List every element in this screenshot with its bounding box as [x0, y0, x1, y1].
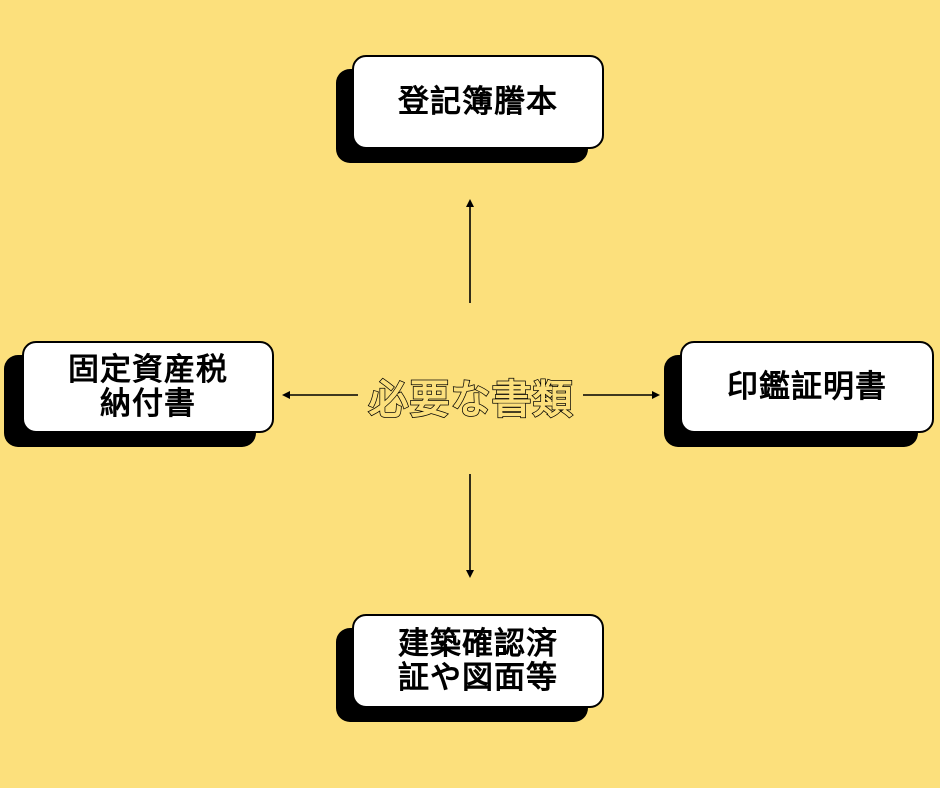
node-left-label: 固定資産税 納付書 — [22, 341, 274, 433]
node-right-label: 印鑑証明書 — [680, 341, 934, 433]
node-right: 印鑑証明書 — [664, 341, 936, 449]
node-top: 登記簿謄本 — [336, 55, 606, 165]
node-bottom: 建築確認済 証や図面等 — [336, 614, 606, 724]
node-top-label: 登記簿謄本 — [352, 55, 604, 149]
node-left: 固定資産税 納付書 — [4, 341, 276, 449]
node-bottom-label: 建築確認済 証や図面等 — [352, 614, 604, 708]
center-label: 必要な書類 — [368, 376, 574, 424]
